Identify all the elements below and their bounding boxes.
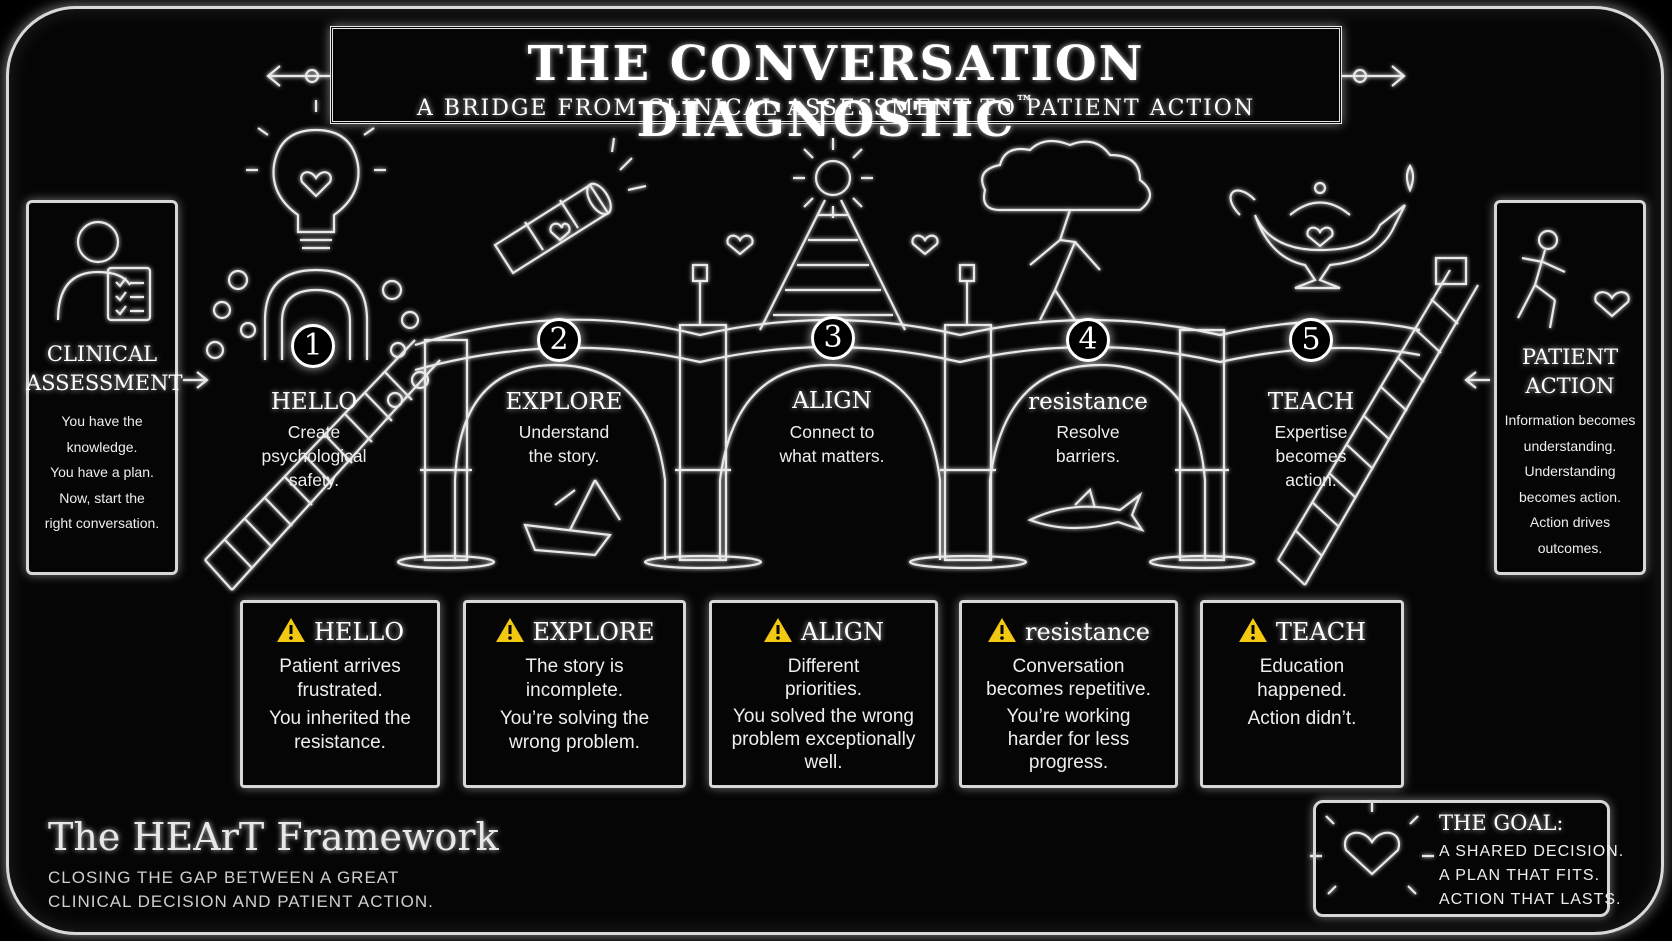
stage-5-label: TEACH <box>1267 389 1355 415</box>
page-title: THE CONVERSATION DIAGNOSTIC™ <box>527 36 1145 148</box>
water-ripples <box>396 554 1256 570</box>
genie-lamp-icon <box>1229 163 1415 290</box>
warning-title: ALIGN <box>801 618 884 646</box>
stage-4-number: 4 <box>1066 318 1110 362</box>
clinical-assessment-text: You have the knowledge.You have a plan. … <box>44 413 160 531</box>
warning-icon <box>987 618 1016 642</box>
title-ornament-left <box>266 65 330 87</box>
goal-line-1: A SHARED DECISION. <box>1439 843 1625 860</box>
goal-title: THE GOAL: <box>1439 811 1564 835</box>
stage-3-label: ALIGN <box>792 388 872 414</box>
goal-line-2: A PLAN THAT FITS. <box>1439 867 1601 884</box>
storm-cloud-icon <box>981 139 1152 321</box>
warning-icon <box>1238 618 1267 642</box>
stage-1-number: 1 <box>291 324 335 368</box>
goal-line-3: ACTION THAT LASTS. <box>1439 891 1622 908</box>
warning-title: HELLO <box>314 618 404 646</box>
warning-icon <box>764 618 793 642</box>
warning-icon <box>495 618 524 642</box>
sun-path-icon <box>726 138 939 331</box>
warning-title: EXPLORE <box>532 618 655 646</box>
bridge-lamps <box>691 263 976 325</box>
stage-4-label: resistance <box>1028 389 1148 415</box>
left-staircase <box>204 339 441 591</box>
stage-2-label: EXPLORE <box>505 389 623 415</box>
page-subtitle: A BRIDGE FROM CLINICAL ASSESSMENT TO PAT… <box>416 96 1256 121</box>
lightbulb-heart-icon <box>246 100 386 250</box>
stage-3-number: 3 <box>811 316 855 360</box>
bridge-arches <box>453 363 1207 560</box>
goal-box <box>1313 800 1610 917</box>
runner-heart-icon <box>1517 229 1630 329</box>
stage-1-label: HELLO <box>270 389 358 415</box>
stage-5-number: 5 <box>1289 318 1333 362</box>
clinical-assessment-card <box>26 200 178 575</box>
arrow-right-icon <box>1464 371 1490 389</box>
radiant-heart-icon <box>1310 802 1434 895</box>
warning-icon <box>277 618 305 642</box>
clinician-clipboard-icon <box>56 220 152 322</box>
flower-arch <box>205 268 430 409</box>
framework-title: The HEArT Framework <box>48 815 499 859</box>
warning-title: TEACH <box>1275 618 1367 646</box>
shark-icon <box>1027 487 1145 533</box>
spyglass-icon <box>493 137 647 275</box>
shipwreck-icon <box>523 479 621 557</box>
title-plaque <box>330 26 1342 124</box>
right-staircase <box>1277 256 1479 586</box>
arrow-left-icon <box>183 371 209 389</box>
patient-action-card <box>1494 200 1646 575</box>
bridge-deck <box>414 318 1421 372</box>
stage-2-number: 2 <box>537 318 581 362</box>
title-ornament-right <box>1342 65 1406 87</box>
warning-title: resistance <box>1024 618 1151 646</box>
